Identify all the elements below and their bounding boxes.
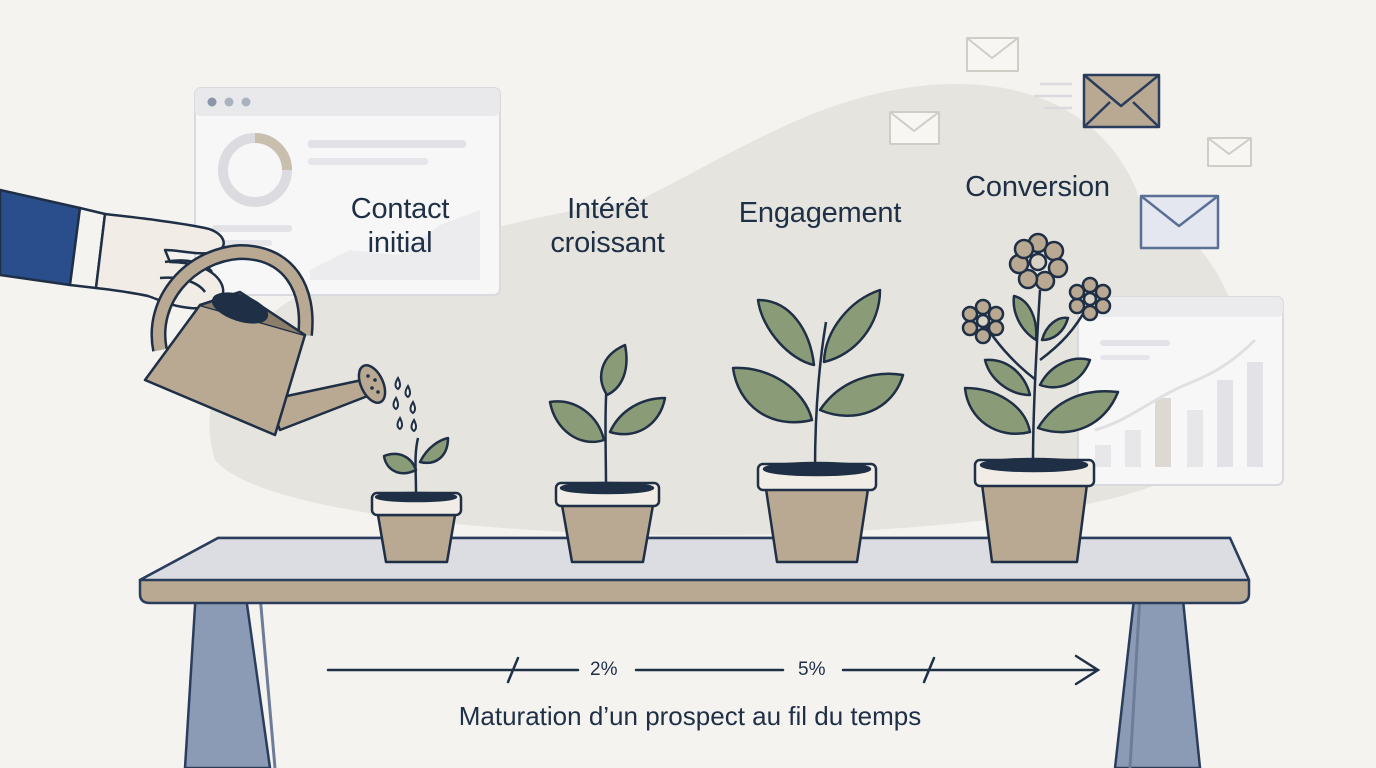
stage-label-engagement: Engagement — [738, 197, 902, 229]
table-icon — [138, 536, 1251, 768]
stage-label-conversion: Conversion — [965, 171, 1110, 203]
watering-can-icon — [143, 244, 387, 437]
hand-icon — [0, 188, 225, 310]
donut-chart-icon — [218, 133, 292, 207]
plant-stage-1 — [370, 436, 463, 564]
stage-label-contact-initial: Contact initial — [350, 193, 450, 259]
bar-chart-icon — [1077, 296, 1284, 486]
plant-stage-3 — [731, 288, 905, 564]
timeline-caption: Maturation d’un prospect au fil du temps — [458, 701, 922, 731]
plant-stage-2 — [548, 343, 667, 564]
timeline-arrow — [326, 654, 1101, 686]
timeline-marker-1: 2% — [590, 659, 618, 680]
browser-window-icon — [194, 87, 501, 296]
flower-icon — [961, 232, 1120, 564]
timeline-marker-2: 5% — [798, 659, 826, 680]
envelope-icon — [889, 37, 1252, 250]
stage-label-interet-croissant: Intérêt croissant — [550, 193, 665, 259]
water-drop-icon — [392, 375, 417, 433]
